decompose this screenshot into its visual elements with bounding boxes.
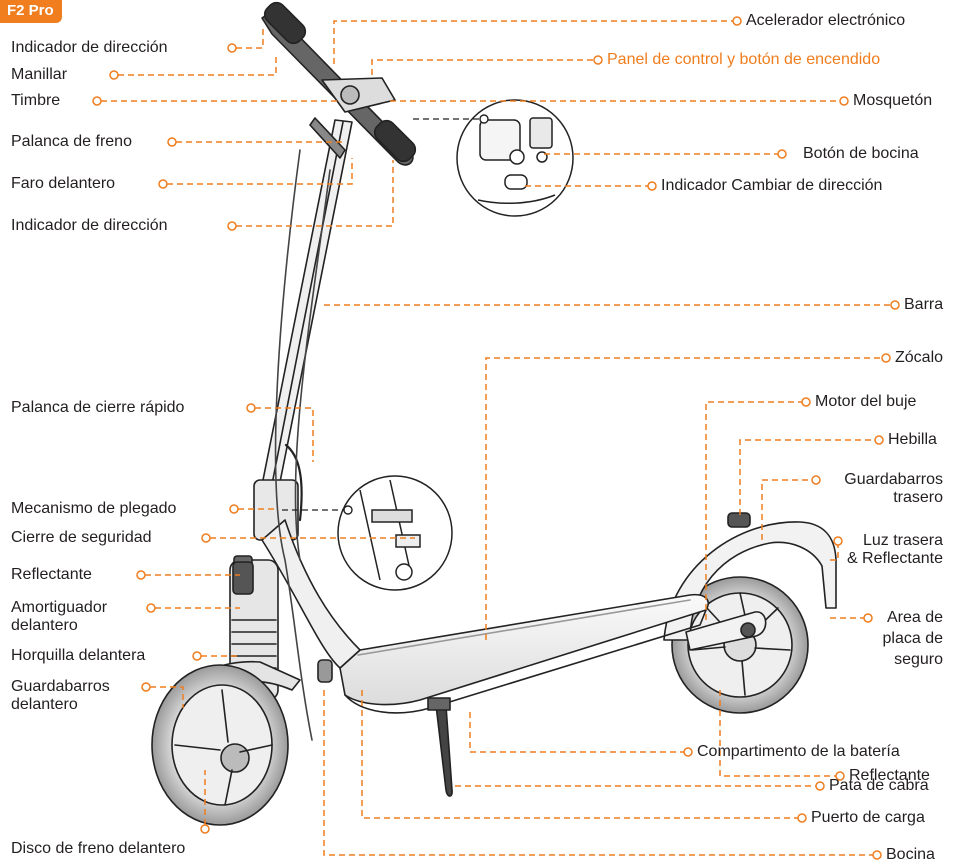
label-control-panel: Panel de control y botón de encendido <box>607 51 881 68</box>
label-rear-fender-2: trasero <box>893 489 943 506</box>
label-front-fender-1: Guardabarros <box>11 678 110 695</box>
left-grip <box>263 1 307 45</box>
zoom-handlebar-control <box>456 99 574 217</box>
label-front-brake-disc: Disco de freno delantero <box>11 840 186 857</box>
scooter-illustration <box>151 1 837 826</box>
brake-lever-shape <box>309 117 346 159</box>
label-buckle: Hebilla <box>888 431 937 448</box>
label-front-shock-1: Amortiguador <box>11 599 108 616</box>
label-turn-indicator-mid: Indicador de dirección <box>11 217 168 234</box>
label-brake-lever: Palanca de freno <box>11 133 132 150</box>
callout-lines <box>101 20 891 856</box>
label-plate-area-2: placa de <box>882 630 944 647</box>
label-rear-fender-1: Guardabarros <box>844 471 943 488</box>
label-hub-motor: Motor del buje <box>815 393 917 410</box>
label-front-fender-2: delantero <box>11 696 78 713</box>
label-headlight: Faro delantero <box>11 175 116 192</box>
label-carabiner: Mosquetón <box>853 92 933 109</box>
rear-fender-shape <box>663 521 837 641</box>
label-front-fork: Horquilla delantera <box>11 647 146 664</box>
label-turn-switch: Indicador Cambiar de dirección <box>661 177 883 194</box>
label-throttle: Acelerador electrónico <box>746 12 906 29</box>
rear-arm <box>685 611 767 651</box>
label-handlebar: Manillar <box>11 66 68 83</box>
model-badge: F2 Pro <box>0 0 62 23</box>
deck-shape <box>339 593 709 706</box>
label-deck: Zócalo <box>895 349 944 366</box>
buckle-shape <box>727 512 751 528</box>
label-kickstand: Pata de cabra <box>829 777 929 794</box>
label-horn-button: Botón de bocina <box>803 145 919 162</box>
label-quick-release-lever: Palanca de cierre rápido <box>11 399 185 416</box>
label-horn: Bocina <box>886 846 935 863</box>
charge-port-shape <box>317 659 333 683</box>
label-front-shock-2: delantero <box>11 617 78 634</box>
label-plate-area-1: Area de <box>886 609 943 626</box>
label-rear-light-1: Luz trasera <box>862 532 943 549</box>
label-folding-mechanism: Mecanismo de plegado <box>11 500 177 517</box>
label-rear-light-2: & Reflectante <box>846 550 943 567</box>
bell-shape <box>340 85 360 105</box>
front-wheel <box>151 664 289 826</box>
callout-markers <box>92 16 900 860</box>
label-battery-compartment: Compartimento de la batería <box>697 743 900 760</box>
front-frame <box>261 519 361 669</box>
label-front-reflector: Reflectante <box>11 566 92 583</box>
label-turn-indicator-top: Indicador de dirección <box>11 39 168 56</box>
label-plate-area-3: seguro <box>894 651 943 668</box>
label-rear-reflector: Reflectante <box>849 767 930 784</box>
label-stem: Barra <box>904 296 944 313</box>
right-grip <box>373 119 417 163</box>
label-safety-lock: Cierre de seguridad <box>11 529 152 546</box>
reflector-front-shape <box>232 561 254 595</box>
zoom-folding-mechanism <box>337 475 453 591</box>
label-charging-port: Puerto de carga <box>811 809 925 826</box>
label-bell: Timbre <box>11 92 61 109</box>
kickstand-shape <box>435 704 453 797</box>
